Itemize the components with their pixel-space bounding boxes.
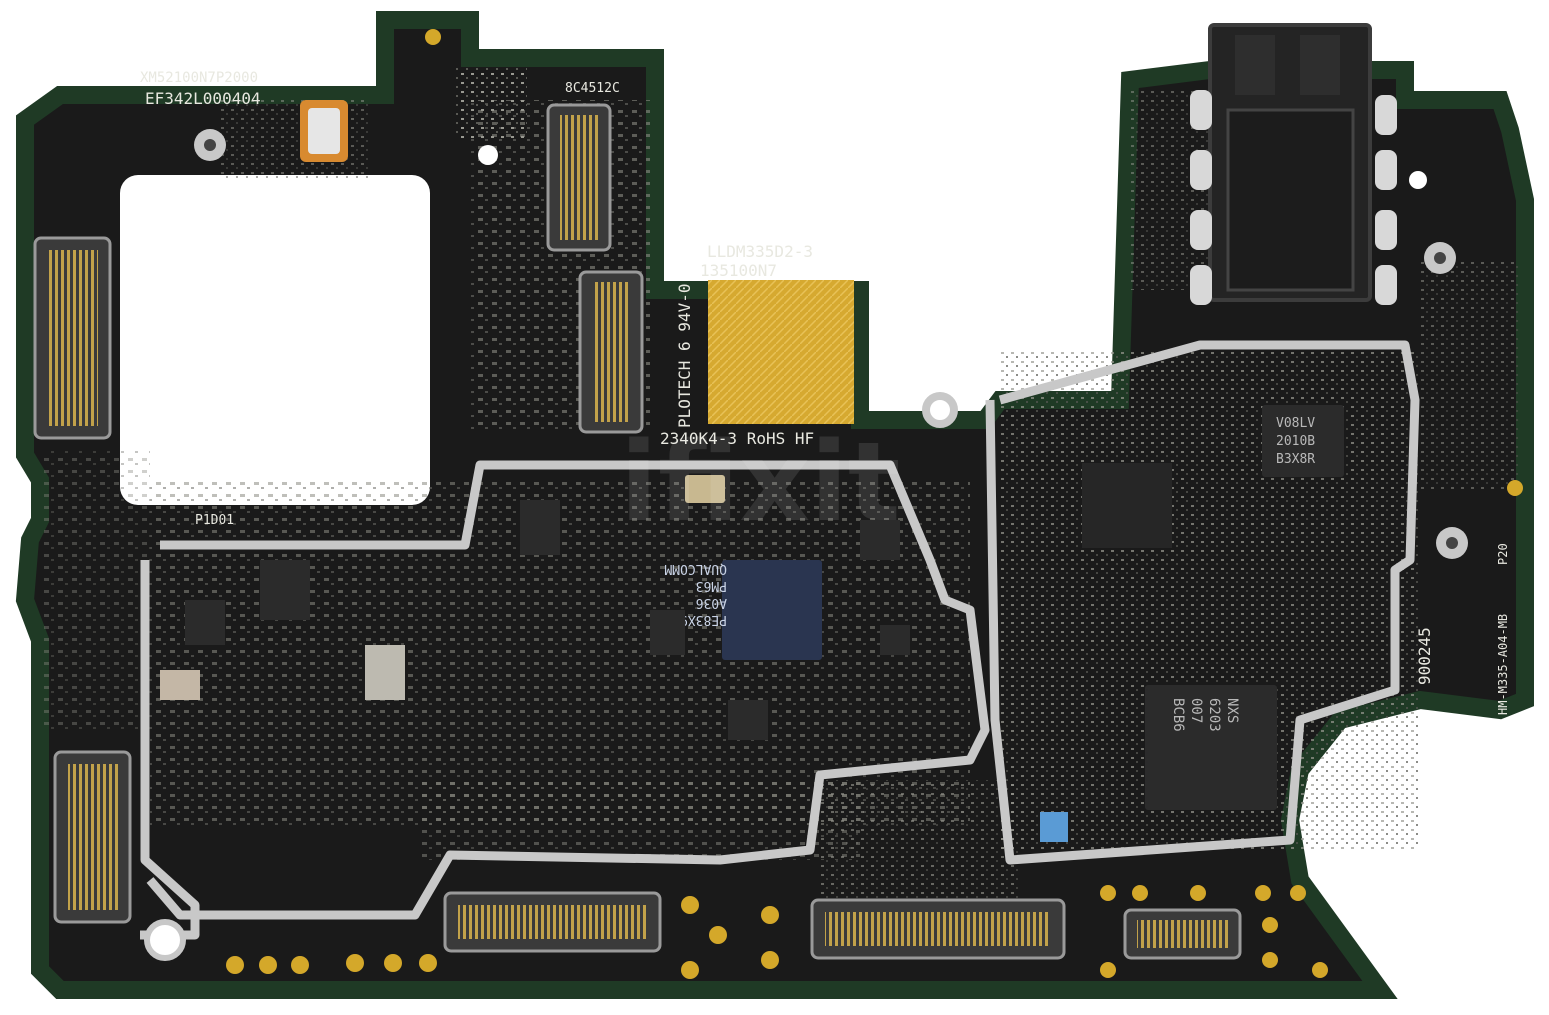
jack-pads <box>1190 90 1397 305</box>
chip-low-label-3: 007 <box>1188 698 1204 723</box>
chip-low-label-1: NXS <box>1224 698 1240 723</box>
headphone-jack <box>1208 23 1372 302</box>
model-label: HM-M335-A04-MB <box>1496 614 1510 715</box>
chip-low-label-2: 6203 <box>1206 698 1222 732</box>
board-connector-bottom-2 <box>810 898 1066 960</box>
board-connector-left-bottom <box>53 750 132 924</box>
board-connector-bottom-1 <box>443 891 662 953</box>
pmic-label-1: QUALCOMM <box>664 561 727 576</box>
mounting-holes <box>144 145 1427 961</box>
board-connector-bottom-3 <box>1123 908 1242 960</box>
board-id-1: XM52100N7P2000 <box>140 70 258 86</box>
qr-code <box>455 68 527 140</box>
num-900245: 900245 <box>1415 627 1434 685</box>
chip-right: V08LV 2010B B3X8R <box>1262 405 1344 477</box>
lldm-line-1: LLDM335D2-3 <box>707 242 813 261</box>
board-id-2: EF342L000404 <box>145 89 261 108</box>
code-top: 8C4512C <box>565 81 620 96</box>
p20-label: P20 <box>1496 543 1510 565</box>
camera-cutout <box>120 175 430 505</box>
pmic-label-3: A036 <box>696 595 727 610</box>
p1d01-label: P1D01 <box>195 513 234 528</box>
lldm-line-2: 135100N7 <box>700 261 777 280</box>
chip-low-label-4: BCB6 <box>1170 698 1186 732</box>
chip-right-label-2: 2010B <box>1276 434 1315 449</box>
chip-low-right: NXS 6203 007 BCB6 <box>1145 685 1277 810</box>
blue-component <box>1040 812 1068 842</box>
shield-frame-right <box>985 340 1420 865</box>
pmic-label-2: PM63 <box>696 578 727 593</box>
crystal <box>685 475 725 503</box>
chip-right-label-3: B3X8R <box>1276 452 1315 467</box>
board-connector-top-1 <box>546 103 612 252</box>
test-pads <box>226 29 1523 979</box>
rohs-label: 2340K4-3 RoHS HF <box>660 429 814 448</box>
antenna-connectors <box>194 129 1468 559</box>
plotech-label: PLOTECH 6 94V-0 <box>675 284 694 429</box>
chip-square <box>1082 463 1172 548</box>
watermark: ifixit <box>620 418 900 546</box>
board-connector-top-2 <box>578 270 644 434</box>
gold-pad <box>708 280 854 424</box>
board-connector-left-top <box>33 236 112 440</box>
chip-right-label-1: V08LV <box>1276 416 1315 431</box>
